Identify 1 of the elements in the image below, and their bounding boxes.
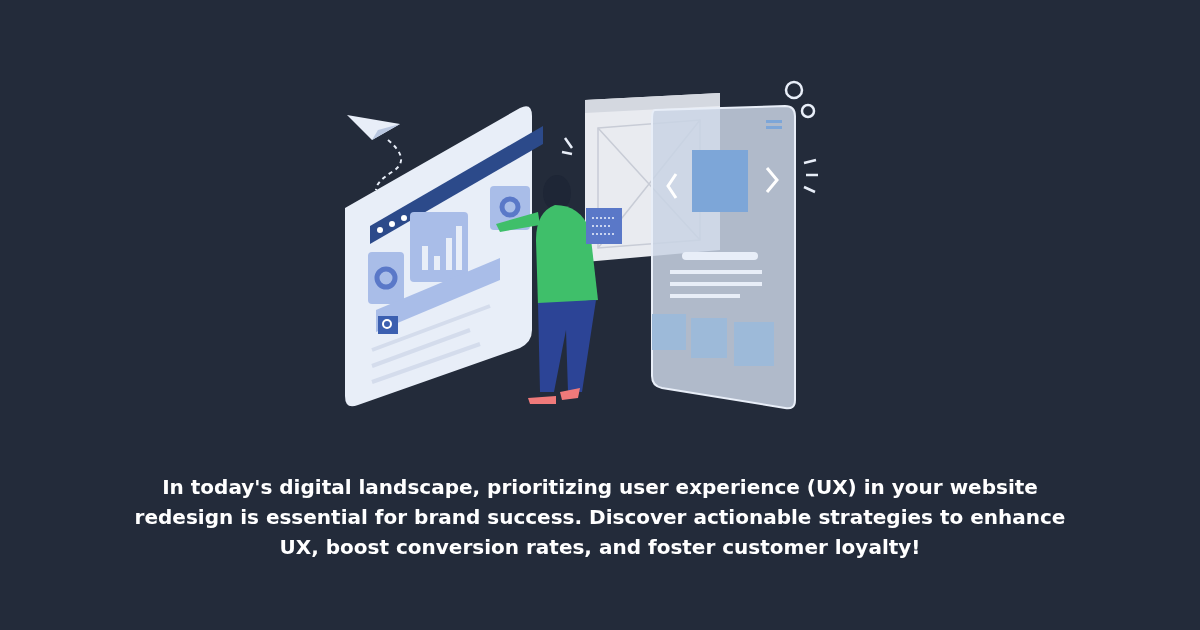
caption-text: In today's digital landscape, prioritizing user experience (UX) in your website redesign is essential for brand success. Discover actionable strategies to enhance UX, boost conversion rates, and foster customer loyalty! [133, 474, 1067, 561]
